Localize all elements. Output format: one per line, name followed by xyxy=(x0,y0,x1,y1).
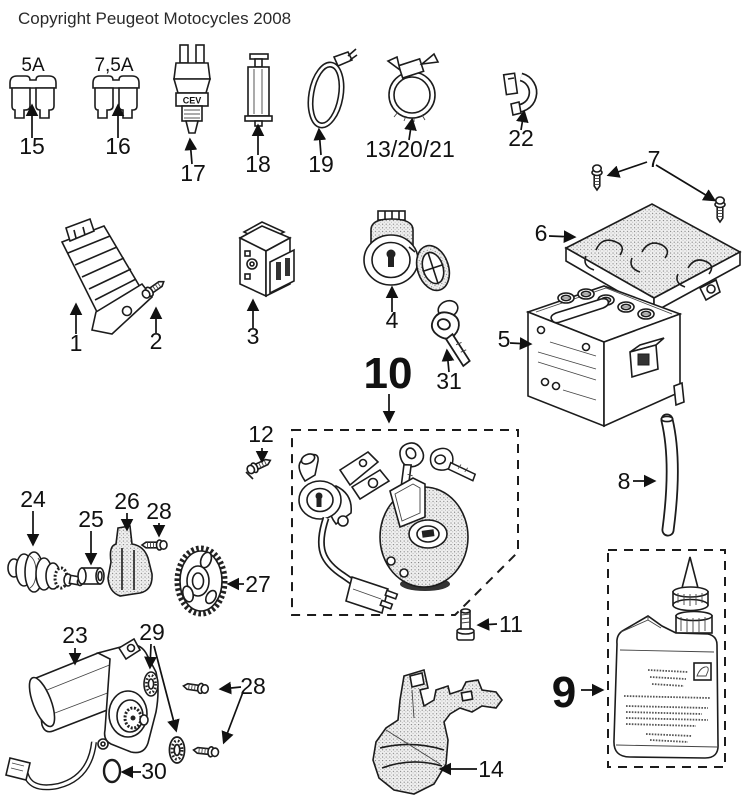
part-27-starter-gear xyxy=(174,545,228,617)
part-label-3: 3 xyxy=(247,323,260,349)
arrow-29a xyxy=(144,643,157,670)
oil-bottle-dashed-box xyxy=(607,549,726,768)
arrow-5 xyxy=(509,337,533,350)
part-25-bushing xyxy=(77,567,105,585)
arrow-7-left xyxy=(606,161,648,178)
part-5-battery xyxy=(525,285,685,428)
part-label-31: 31 xyxy=(436,368,462,394)
arrow-19 xyxy=(313,127,327,156)
part-label-10: 10 xyxy=(364,349,413,398)
part-label-11: 11 xyxy=(499,611,523,637)
arrow-17 xyxy=(184,137,198,165)
part-28-screw-top xyxy=(141,539,168,551)
part-label-7: 7 xyxy=(648,146,661,172)
part-8-breather-tube xyxy=(660,413,679,537)
part-label-19: 19 xyxy=(308,151,334,177)
part-label-26: 26 xyxy=(114,488,140,514)
part-19-cable-tie xyxy=(307,48,358,129)
part-1-regulator xyxy=(60,217,154,335)
part-label-30: 30 xyxy=(141,758,167,784)
lock-kit-fuel-cap xyxy=(379,477,469,591)
arrow-28b-left xyxy=(218,681,242,695)
part-label-12: 12 xyxy=(248,421,274,447)
part-13-20-21-hose-clamp xyxy=(386,52,440,122)
part-label-6: 6 xyxy=(535,220,548,246)
part-9-oil-bottle xyxy=(613,556,719,759)
callout-labels: 15 16 17 18 19 13/20/21 22 7 6 5 1 2 3 4… xyxy=(19,125,660,784)
part-26-starter-support xyxy=(107,525,153,597)
leader-arrows xyxy=(25,103,717,779)
part-label-24: 24 xyxy=(20,486,46,512)
part-label-14: 14 xyxy=(478,756,504,782)
part-label-5: 5 xyxy=(498,326,511,352)
part-3-relay xyxy=(238,221,295,298)
part-label-28-bottom: 28 xyxy=(240,673,266,699)
arrow-13-20-21 xyxy=(404,117,417,141)
part-label-23: 23 xyxy=(62,622,88,648)
part-label-22: 22 xyxy=(508,125,534,151)
part-label-1: 1 xyxy=(70,330,83,356)
part-label-13-20-21: 13/20/21 xyxy=(365,136,455,162)
part-11-lock-screw xyxy=(456,608,475,641)
part-28-screws-bottom xyxy=(181,680,220,759)
part-label-9: 9 xyxy=(552,668,576,717)
part-label-18: 18 xyxy=(245,151,271,177)
fuse-7-5a-rating: 7,5A xyxy=(94,55,133,76)
copyright-text: Copyright Peugeot Motocycles 2008 xyxy=(18,9,291,28)
part-label-15: 15 xyxy=(19,133,45,159)
switch-brand-text: CEV xyxy=(183,96,202,106)
arrow-6 xyxy=(548,230,577,243)
part-label-28-top: 28 xyxy=(146,498,172,524)
part-30-o-ring xyxy=(102,758,122,784)
part-24-starter-clutch xyxy=(7,551,84,593)
part-label-17: 17 xyxy=(180,160,206,186)
part-23-starter-motor xyxy=(5,637,159,791)
arrow-7-right xyxy=(655,164,717,202)
part-17-stop-switch: CEV xyxy=(172,44,212,134)
part-label-29: 29 xyxy=(139,619,165,645)
part-label-4: 4 xyxy=(386,307,399,333)
fuse-5a-rating: 5A xyxy=(21,55,45,76)
part-14-support-bracket xyxy=(372,668,503,795)
part-label-2: 2 xyxy=(150,328,163,354)
lock-kit-dashed-box xyxy=(291,429,519,616)
part-31-key xyxy=(421,299,483,369)
part-12-screw xyxy=(244,455,274,480)
part-16-fuse-7-5a: 7,5A xyxy=(92,55,140,119)
arrow-22 xyxy=(516,109,529,131)
arrow-28b-right xyxy=(221,691,244,745)
lock-kit-ignition-switch xyxy=(298,450,399,615)
part-22-clip xyxy=(502,72,538,116)
part-4-ignition-barrel xyxy=(363,210,451,292)
part-18-grease-syringe xyxy=(244,53,273,127)
part-label-25: 25 xyxy=(78,506,104,532)
part-label-27: 27 xyxy=(245,571,271,597)
part-label-8: 8 xyxy=(618,468,631,494)
arrow-31 xyxy=(441,348,455,373)
arrow-29b xyxy=(153,645,180,733)
part-label-16: 16 xyxy=(105,133,131,159)
arrow-11 xyxy=(476,618,498,631)
part-15-fuse-5a: 5A xyxy=(9,55,57,119)
